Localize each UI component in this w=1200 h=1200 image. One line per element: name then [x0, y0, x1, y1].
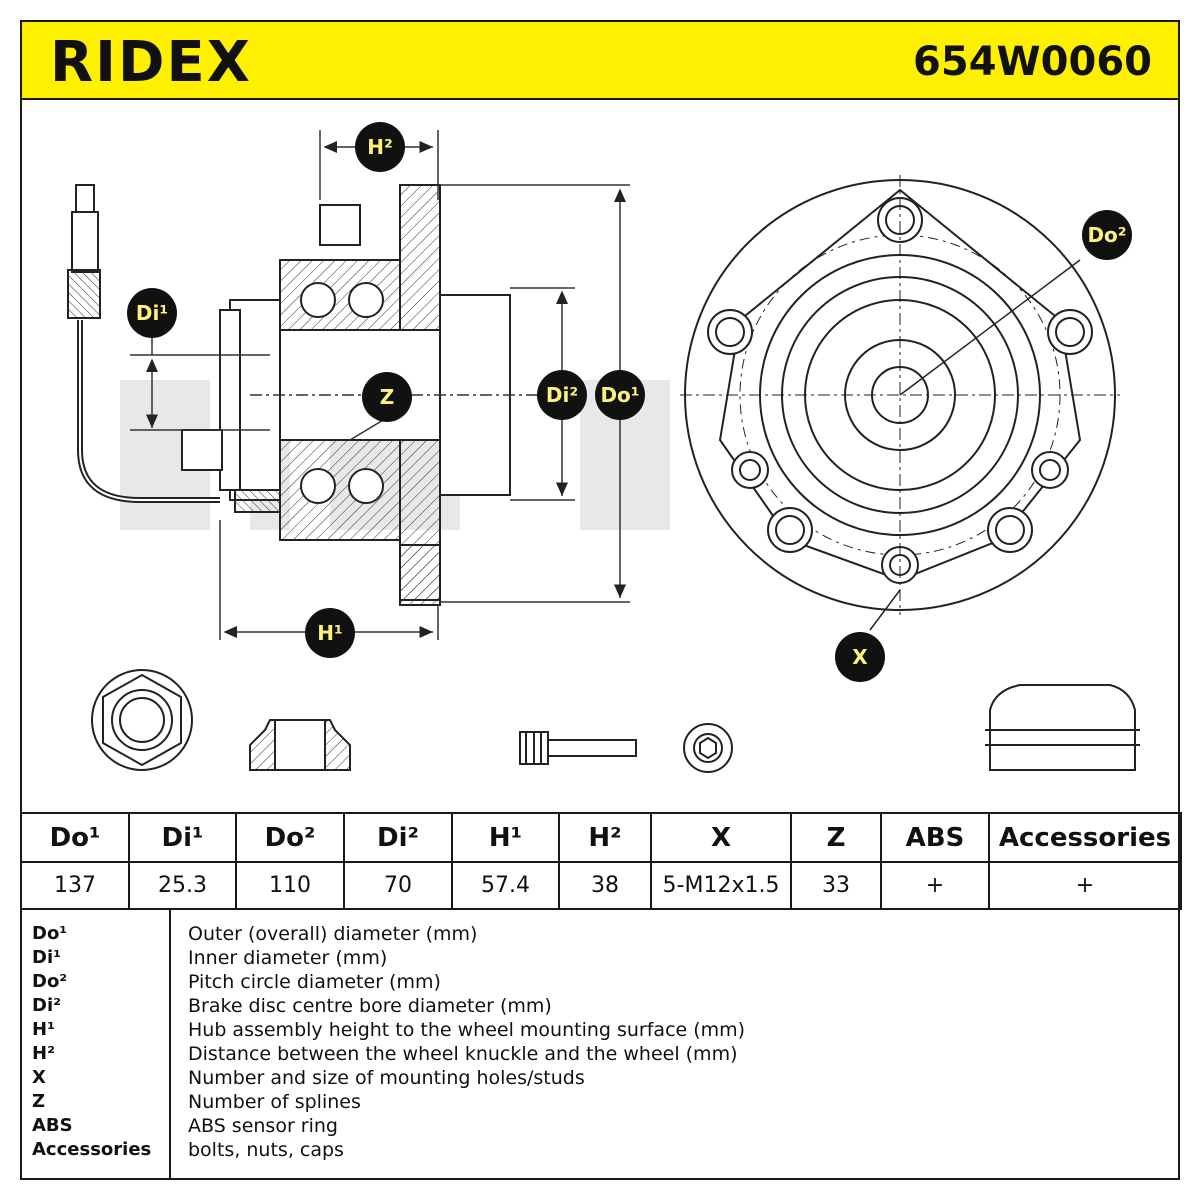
label-do2: Do² — [1082, 210, 1132, 260]
legend-key: Accessories — [32, 1139, 152, 1160]
legend-descriptions: Outer (overall) diameter (mm) Inner diam… — [188, 922, 745, 1162]
legend-description: Pitch circle diameter (mm) — [188, 971, 441, 993]
table-header-cell: Z — [790, 812, 882, 863]
table-header-cell: ABS — [880, 812, 990, 863]
table-cell: + — [988, 861, 1182, 910]
accessory-nut-front — [91, 669, 193, 771]
legend-key: Di² — [32, 995, 61, 1016]
legend-description: Hub assembly height to the wheel mountin… — [188, 1019, 746, 1041]
table-row: 137 25.3 110 70 57.4 38 5-M12x1.5 33 + + — [20, 861, 1182, 910]
table-cell: 137 — [20, 861, 130, 910]
legend-divider — [169, 910, 171, 1178]
table-header-cell: Do² — [235, 812, 345, 863]
technical-drawing: H² H¹ Di¹ Z Di² Do¹ Do² X — [20, 100, 1180, 812]
specification-table: Do¹ Di¹ Do² Di² H¹ H² X Z ABS Accessorie… — [20, 812, 1182, 910]
legend-panel: Do¹ Di¹ Do² Di² H¹ H² X Z ABS Accessorie… — [20, 908, 1180, 1180]
label-h2: H² — [355, 122, 405, 172]
table-cell: + — [880, 861, 990, 910]
legend-description: Outer (overall) diameter (mm) — [188, 923, 478, 945]
legend-key: ABS — [32, 1115, 73, 1136]
label-x: X — [835, 632, 885, 682]
table-header-cell: Do¹ — [20, 812, 130, 863]
legend-description: Number of splines — [188, 1091, 361, 1113]
table-header-cell: H¹ — [451, 812, 560, 863]
legend-key: Do¹ — [32, 923, 68, 944]
table-cell: 110 — [235, 861, 345, 910]
table-header-cell: Accessories — [988, 812, 1182, 863]
legend-key: Di¹ — [32, 947, 61, 968]
table-header-row: Do¹ Di¹ Do² Di² H¹ H² X Z ABS Accessorie… — [20, 812, 1182, 863]
legend-description: Number and size of mounting holes/studs — [188, 1067, 585, 1089]
hub-front-view — [680, 175, 1120, 631]
legend-key: X — [32, 1067, 46, 1088]
label-h1: H¹ — [305, 608, 355, 658]
part-number: 654W0060 — [913, 39, 1152, 85]
table-cell: 38 — [558, 861, 652, 910]
abs-sensor — [67, 184, 220, 503]
table-header-cell: H² — [558, 812, 652, 863]
table-header-cell: Di² — [343, 812, 453, 863]
accessory-bolt — [519, 731, 637, 765]
table-header-cell: Di¹ — [128, 812, 237, 863]
legend-description: Inner diameter (mm) — [188, 947, 388, 969]
legend-key: H² — [32, 1043, 55, 1064]
label-z: Z — [362, 372, 412, 422]
accessory-bolt-head — [683, 723, 733, 773]
legend-description: ABS sensor ring — [188, 1115, 338, 1137]
table-cell: 57.4 — [451, 861, 560, 910]
brand-logo: RIDEX — [50, 30, 252, 95]
legend-description: bolts, nuts, caps — [188, 1139, 344, 1161]
table-header-cell: X — [650, 812, 792, 863]
table-cell: 70 — [343, 861, 453, 910]
legend-key: Do² — [32, 971, 68, 992]
legend-description: Brake disc centre bore diameter (mm) — [188, 995, 552, 1017]
legend-key: Z — [32, 1091, 46, 1112]
accessory-cap — [985, 684, 1140, 771]
legend-description: Distance between the wheel knuckle and t… — [188, 1043, 738, 1065]
legend-keys: Do¹ Di¹ Do² Di² H¹ H² X Z ABS Accessorie… — [32, 922, 151, 1162]
drawing-svg — [67, 130, 1140, 773]
table-cell: 25.3 — [128, 861, 237, 910]
label-di2: Di² — [537, 370, 587, 420]
table-cell: 33 — [790, 861, 882, 910]
label-do1: Do¹ — [595, 370, 645, 420]
accessory-nut-side — [249, 719, 351, 771]
legend-key: H¹ — [32, 1019, 55, 1040]
label-di1: Di¹ — [127, 288, 177, 338]
header-bar: RIDEX 654W0060 — [20, 20, 1180, 100]
table-cell: 5-M12x1.5 — [650, 861, 792, 910]
